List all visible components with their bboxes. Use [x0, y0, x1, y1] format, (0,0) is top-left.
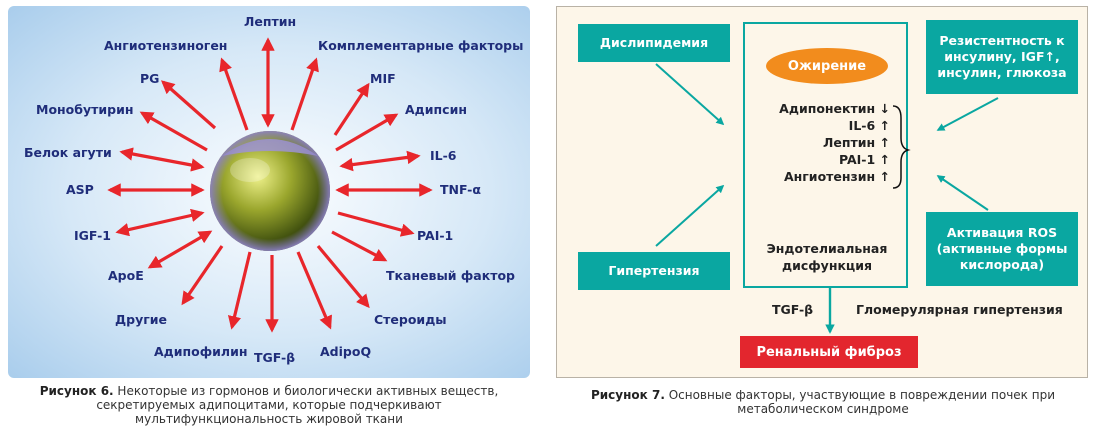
- label-other: Другие: [115, 312, 167, 327]
- arrow-hypertension: [655, 184, 725, 247]
- label-tissue-factor: Тканевый фактор: [386, 268, 515, 283]
- marker-brace: [892, 105, 911, 189]
- box-renal-fibrosis: Ренальный фиброз: [740, 336, 918, 368]
- arrow-resistance: [936, 97, 999, 131]
- figure6-arrows: [107, 37, 433, 333]
- adipocyte-cell: [210, 131, 330, 251]
- figure7-caption-text: Основные факторы, участвующие в поврежде…: [664, 388, 1056, 416]
- adipokine-marker-list: Адипонектин ↓ IL-6 ↑ Лептин ↑ PAI-1 ↑ Ан…: [760, 100, 890, 185]
- figure7-arrows: [655, 63, 999, 334]
- label-agouti: Белок агути: [24, 145, 112, 160]
- arrow-ros: [936, 175, 989, 211]
- label-tgf-beta: TGF-β: [772, 302, 814, 317]
- label-il6: IL-6: [430, 148, 457, 163]
- arrow-adipsin: [335, 113, 399, 152]
- label-leptin: Лептин: [244, 14, 297, 29]
- label-adipophilin: Адипофилин: [154, 344, 248, 359]
- arrow-tissue-factor: [331, 230, 388, 262]
- label-adipsin: Адипсин: [405, 102, 467, 117]
- arrow-complement: [290, 57, 319, 131]
- obesity-ellipse: Ожирение: [766, 48, 888, 84]
- label-pai1: PAI-1: [417, 228, 454, 243]
- label-tgf: TGF-β: [254, 350, 296, 365]
- label-glomerular-hypertension: Гломерулярная гипертензия: [856, 302, 1063, 317]
- label-steroids: Стероиды: [374, 312, 447, 327]
- arrow-angiotensinogen: [219, 57, 249, 131]
- figure6-caption: Рисунок 6. Некоторые из гормонов и биоло…: [30, 384, 508, 426]
- figure6-caption-text: Некоторые из гормонов и биологически акт…: [96, 384, 499, 426]
- label-angiotensinogen: Ангиотензиноген: [104, 38, 228, 53]
- arrow-monobutyrin: [139, 111, 208, 152]
- arrow-adipophilin: [227, 251, 252, 330]
- label-apoe: ApoE: [108, 268, 144, 283]
- arrow-adipoq: [296, 251, 332, 330]
- label-igf1: IGF-1: [74, 228, 111, 243]
- marker-pai1: PAI-1 ↑: [838, 152, 890, 167]
- arrow-pai1: [337, 211, 415, 237]
- marker-leptin: Лептин ↑: [823, 135, 890, 150]
- figure7-caption-number: Рисунок 7.: [590, 388, 665, 402]
- label-adipoq: AdipoQ: [320, 344, 372, 359]
- marker-adiponectin: Адипонектин ↓: [779, 101, 890, 116]
- arrow-mif: [333, 82, 370, 136]
- label-complement: Комплементарные факторы: [318, 38, 524, 53]
- label-monobutyrin: Монобутирин: [36, 102, 134, 117]
- obesity-frame: [743, 22, 908, 288]
- arrow-steroids: [316, 244, 370, 309]
- box-hypertension: Гипертензия: [578, 252, 730, 290]
- label-mif: MIF: [370, 71, 396, 86]
- box-insulin-resistance: Резистентность к инсулину, IGF↑, инсулин…: [926, 20, 1078, 94]
- arrow-il6: [339, 150, 421, 172]
- arrow-igf1: [115, 208, 205, 237]
- figure6-caption-number: Рисунок 6.: [39, 384, 114, 398]
- label-tnf: TNF-α: [440, 182, 481, 197]
- label-pg: PG: [140, 71, 160, 86]
- box-dyslipidemia: Дислипидемия: [578, 24, 730, 62]
- figure7-caption: Рисунок 7. Основные факторы, участвующие…: [588, 388, 1058, 416]
- box-ros-activation: Активация ROS (активные формы кислорода): [926, 212, 1078, 286]
- arrow-dyslipidemia: [655, 63, 725, 126]
- arrow-agouti: [119, 147, 205, 172]
- marker-il6: IL-6 ↑: [848, 118, 890, 133]
- arrow-apoe: [147, 230, 213, 269]
- arrow-other: [181, 245, 224, 306]
- marker-angiotensin: Ангиотензин ↑: [783, 169, 890, 184]
- arrow-pg: [160, 80, 217, 130]
- label-asp: ASP: [66, 182, 94, 197]
- endothelial-dysfunction-label: Эндотелиальная дисфункция: [766, 241, 888, 273]
